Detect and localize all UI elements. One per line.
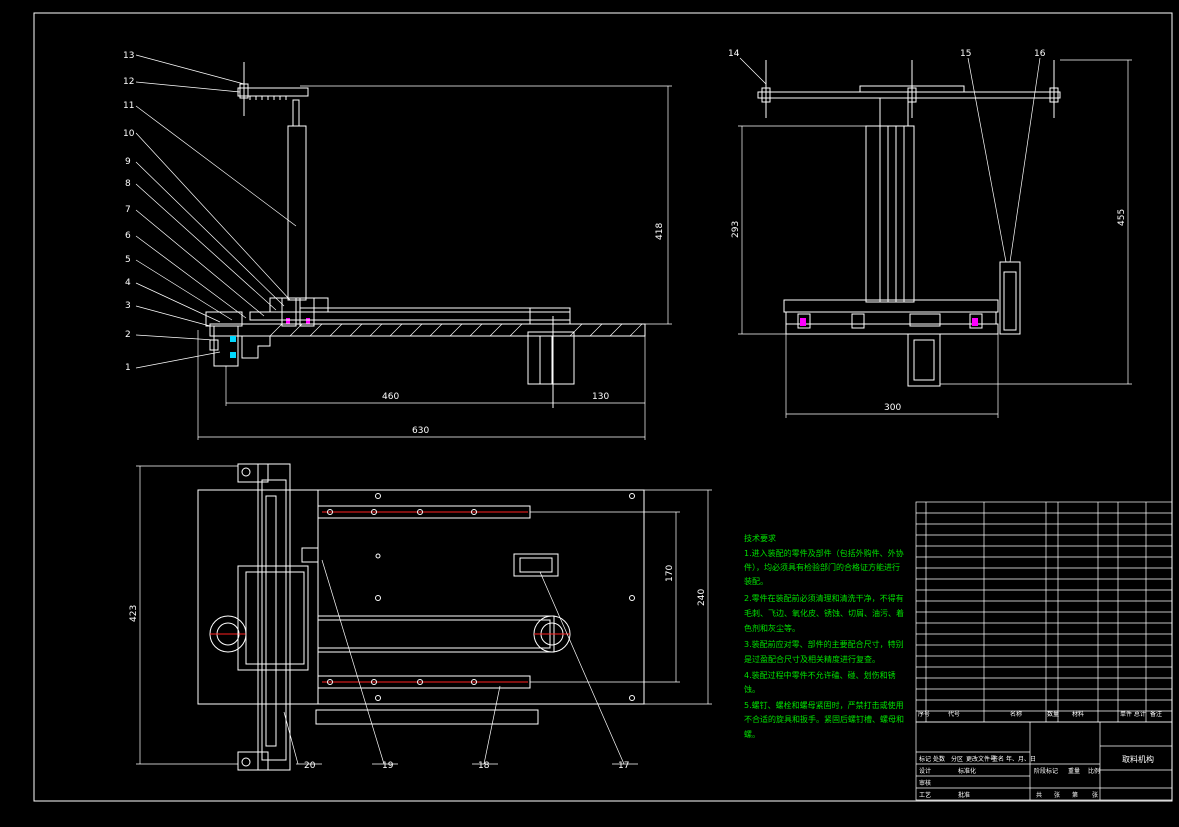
- header-qty: 数量: [1047, 710, 1059, 718]
- side-dimensions: 293 455 300 14 15 16: [728, 49, 1132, 418]
- dim-293: 293: [731, 221, 741, 238]
- callout-14: 14: [728, 49, 740, 59]
- drawing-name: 取料机构: [1122, 754, 1154, 764]
- tech-line: 装配。: [744, 576, 768, 586]
- tech-line: 5.螺钉、螺栓和螺母紧固时，严禁打击或使用: [744, 700, 904, 710]
- callout-10: 10: [123, 129, 135, 139]
- callout-6: 6: [125, 231, 131, 241]
- header-note: 备注: [1150, 710, 1162, 718]
- svg-text:序号: 序号: [918, 710, 930, 718]
- top-view: [197, 463, 645, 771]
- tb-label: 处数: [933, 755, 945, 763]
- callout-17: 17: [618, 761, 629, 771]
- dim-170: 170: [665, 565, 675, 582]
- tb-label: 重量: [1068, 767, 1080, 775]
- tech-line: 螺。: [744, 729, 760, 739]
- tech-title: 技术要求: [744, 533, 776, 543]
- tech-line: 毛刺、飞边、氧化皮、锈蚀、切屑、油污、着: [744, 608, 904, 618]
- callout-9: 9: [125, 157, 131, 167]
- dim-240: 240: [697, 589, 707, 606]
- tb-label: 张: [1054, 791, 1060, 799]
- callout-2: 2: [125, 330, 131, 340]
- header-material: 材料: [1072, 710, 1084, 718]
- title-block: 取料机构 标记 处数 分区 更改文件号 签名 年、月、日 设计 标准化 阶段标记…: [915, 721, 1173, 801]
- tb-label: 批准: [958, 791, 970, 799]
- callout-18: 18: [478, 761, 490, 771]
- tb-label: 更改文件号: [966, 755, 996, 763]
- callout-16: 16: [1034, 49, 1046, 59]
- tech-line: 1.进入装配的零件及部件（包括外购件、外协: [744, 548, 904, 558]
- dim-630: 630: [412, 426, 429, 436]
- front-view: [205, 62, 646, 408]
- tech-line: 2.零件在装配前必须清理和清洗干净，不得有: [744, 593, 904, 603]
- tb-label: 第: [1072, 791, 1078, 799]
- front-leaders: 13 12 11 10 9 8 7 6 5 4 3 2 1: [123, 51, 297, 373]
- callout-11: 11: [123, 101, 134, 111]
- tech-line: 蚀。: [744, 684, 760, 694]
- top-dimensions: 423 170 240 20 19 18 17: [129, 465, 712, 771]
- tb-label: 张: [1092, 791, 1098, 799]
- callout-5: 5: [125, 255, 131, 265]
- tb-label: 比例: [1088, 767, 1100, 775]
- dim-455: 455: [1117, 209, 1127, 226]
- tb-label: 年、月、日: [1006, 755, 1036, 763]
- dim-423: 423: [129, 605, 139, 622]
- header-name: 名称: [1010, 710, 1022, 718]
- side-view: [757, 60, 1061, 387]
- callout-4: 4: [125, 278, 131, 288]
- tb-label: 标准化: [958, 767, 976, 775]
- callout-15: 15: [960, 49, 971, 59]
- tb-label: 阶段标记: [1034, 767, 1058, 775]
- tech-line: 不合适的旋具和扳手。紧固后螺钉槽、螺母和: [744, 714, 904, 724]
- dim-130: 130: [592, 392, 609, 402]
- tb-label: 签名: [992, 755, 1004, 763]
- callout-3: 3: [125, 301, 131, 311]
- tb-label: 共: [1036, 791, 1042, 799]
- tb-label: 设计: [919, 767, 931, 775]
- tb-label: 分区: [951, 755, 963, 763]
- callout-19: 19: [382, 761, 394, 771]
- dim-460: 460: [382, 392, 399, 402]
- callout-13: 13: [123, 51, 134, 61]
- header-weight: 单件 总计: [1120, 710, 1146, 718]
- drawing-border: [33, 12, 1173, 802]
- front-dimensions: 418 460 130 630: [197, 85, 672, 440]
- tech-line: 色剂和灰尘等。: [744, 623, 800, 633]
- technical-requirements: 技术要求 1.进入装配的零件及部件（包括外购件、外协 件），均必须具有检验部门的…: [744, 533, 904, 739]
- tech-line: 4.装配过程中零件不允许磕、碰、划伤和锈: [744, 670, 896, 680]
- tech-line: 是过盈配合尺寸及相关精度进行复查。: [744, 654, 880, 664]
- callout-8: 8: [125, 179, 131, 189]
- tech-line: 3.装配前应对零、部件的主要配合尺寸，特别: [744, 639, 904, 649]
- header-code: 代号: [948, 710, 960, 718]
- parts-list: 序号 代号 名称 数量 材料 单件 总计 备注: [915, 501, 1173, 723]
- callout-20: 20: [304, 761, 316, 771]
- tb-label: 工艺: [919, 791, 931, 799]
- dim-418: 418: [655, 223, 665, 240]
- callout-7: 7: [125, 205, 131, 215]
- callout-12: 12: [123, 77, 134, 87]
- tb-label: 审核: [919, 779, 931, 787]
- tb-label: 标记: [919, 755, 931, 763]
- callout-1: 1: [125, 363, 131, 373]
- tech-line: 件），均必须具有检验部门的合格证方能进行: [744, 562, 900, 572]
- dim-300: 300: [884, 403, 901, 413]
